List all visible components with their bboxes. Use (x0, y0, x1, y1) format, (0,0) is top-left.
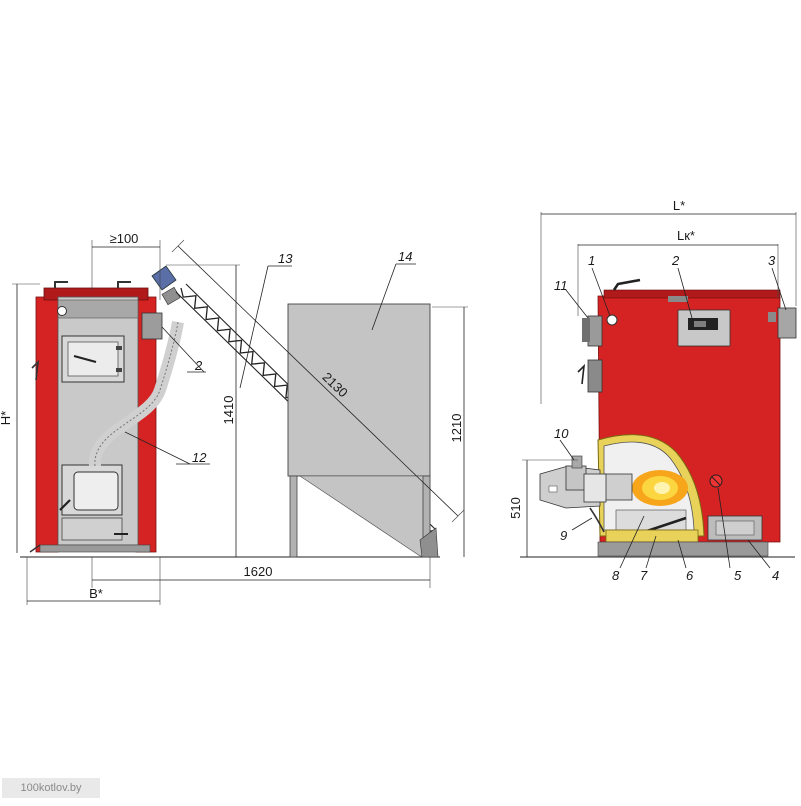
hopper-leg-left (289, 475, 298, 558)
watermark: 100kotlov.by (2, 778, 100, 798)
boiler-base (39, 544, 151, 553)
pellet-burner (539, 455, 607, 533)
dim-total-length-label: 1620 (244, 564, 273, 579)
callout-4: 4 (772, 568, 779, 583)
dim-auger-height-label: 1410 (221, 396, 236, 425)
upper-door-window (67, 341, 119, 377)
boiler-side-top (603, 289, 781, 299)
flame-center-icon (654, 482, 670, 494)
dim-length-total-label: L* (673, 198, 685, 213)
hinge-icon (116, 346, 122, 350)
side-boiler (577, 278, 797, 557)
hopper-body (287, 303, 431, 477)
top-handle-right-icon (117, 281, 131, 288)
dim-width-label: B* (89, 586, 103, 601)
lower-door-window (73, 471, 119, 511)
dim-burner-height-label: 510 (508, 497, 523, 519)
auger-motor (151, 265, 181, 306)
burner-inlet (571, 455, 583, 469)
pellet-hopper (287, 303, 439, 558)
callout-2: 2 (671, 253, 680, 268)
right-dimensions (522, 212, 797, 569)
burner-connector (141, 312, 163, 340)
thermometer-icon (57, 306, 67, 316)
callout-5: 5 (734, 568, 742, 583)
burner-bracket-icon (589, 507, 605, 533)
ash-pan (615, 509, 687, 531)
callout-2-left: 2 (194, 358, 203, 373)
ash-door (61, 517, 123, 541)
side-lever-icon (31, 359, 40, 381)
upper-door-handle-icon (73, 354, 97, 364)
callout-3: 3 (768, 253, 776, 268)
boiler-side-base (597, 541, 769, 557)
auger-intake (419, 527, 439, 558)
callout-11: 11 (554, 278, 568, 293)
front-door-edge-lower (587, 359, 603, 393)
hinge-block (582, 318, 590, 342)
left-dimensions (12, 239, 468, 605)
top-connector (668, 296, 688, 302)
front-door-edge (587, 315, 603, 347)
dim-length-boiler-label: Lк* (677, 228, 695, 243)
foot-icon (29, 544, 41, 553)
dim-hopper-height-label: 1210 (449, 414, 464, 443)
callout-9: 9 (560, 528, 567, 543)
left-view: ≥100 H* 1410 2130 1210 1620 B* 2 12 13 1… (0, 231, 468, 605)
callout-8: 8 (612, 568, 620, 583)
callout-13: 13 (278, 251, 293, 266)
callout-14: 14 (398, 249, 412, 264)
rear-fitting (768, 312, 776, 322)
burner-tube (603, 473, 633, 501)
callout-6: 6 (686, 568, 694, 583)
hinge-icon (116, 368, 122, 372)
callout-7: 7 (640, 568, 648, 583)
dim-gap-label: ≥100 (110, 231, 139, 246)
bottom-insulation (605, 529, 699, 543)
callout-10: 10 (554, 426, 569, 441)
boiler-top-strip (57, 299, 139, 319)
flue-pipe (777, 307, 797, 339)
dim-height-total-label: H* (0, 411, 13, 425)
right-view: L* Lк* 510 1 2 3 11 10 9 8 7 6 5 4 (508, 198, 797, 583)
top-lever-icon (612, 278, 641, 291)
boiler-side-panel-left (35, 296, 59, 553)
display-screen (694, 321, 706, 327)
top-handle-left-icon (54, 281, 68, 288)
ash-door-window (715, 520, 755, 536)
side-handle-icon (577, 363, 586, 385)
lower-door-handle-icon (59, 499, 71, 511)
flex-hose-rings (94, 321, 179, 467)
callout-12: 12 (192, 450, 207, 465)
thermometer-side-icon (606, 314, 618, 326)
callout-1: 1 (588, 253, 595, 268)
